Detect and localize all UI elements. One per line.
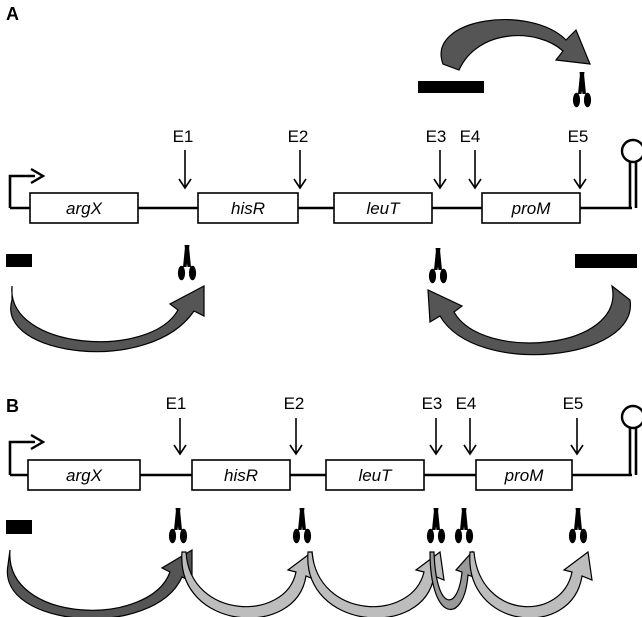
scissors-icon — [572, 72, 592, 108]
down-arrow-icon — [433, 150, 447, 190]
scissors-icon — [426, 508, 446, 544]
curved-arrow-icon — [6, 548, 193, 617]
site-label-e4: E4 — [460, 127, 481, 146]
gene-label-leut: leuT — [358, 466, 393, 485]
panel-a-label: A — [6, 4, 19, 24]
down-arrow-icon — [468, 150, 482, 190]
curved-arrow-icon — [440, 19, 591, 71]
target-bar — [6, 254, 32, 267]
gene-box-prom: proM — [475, 459, 573, 491]
target-bar — [6, 520, 32, 534]
curved-arrow-icon — [307, 550, 445, 617]
down-arrow-icon — [293, 150, 307, 190]
gene-label-argx: argX — [66, 466, 103, 485]
terminator-icon — [620, 138, 642, 208]
gene-box-hisr: hisR — [197, 192, 299, 224]
gene-box-argx: argX — [29, 192, 139, 224]
scissors-icon — [292, 508, 312, 544]
down-arrow-icon — [429, 418, 443, 456]
gene-box-argx: argX — [27, 459, 141, 491]
promoter-arrow-icon — [8, 440, 35, 475]
gene-box-leut: leuT — [333, 192, 433, 224]
site-label-e1: E1 — [173, 127, 194, 146]
down-arrow-icon — [289, 418, 303, 456]
scissors-icon — [428, 248, 448, 284]
curved-arrow-icon — [469, 550, 593, 617]
curved-arrow-icon — [181, 550, 317, 617]
curved-arrow-icon — [427, 284, 631, 356]
gene-label-prom: proM — [504, 466, 545, 485]
gene-label-leut: leuT — [366, 199, 401, 218]
gene-box-prom: proM — [481, 192, 581, 224]
down-arrow-icon — [570, 418, 584, 456]
site-label-e3: E3 — [426, 127, 447, 146]
promoter-arrow-head — [30, 433, 46, 451]
site-label-e4: E4 — [456, 394, 477, 413]
site-label-e5: E5 — [568, 127, 589, 146]
scissors-icon — [568, 508, 588, 544]
gene-box-hisr: hisR — [191, 459, 291, 491]
down-arrow-icon — [173, 418, 187, 456]
promoter-arrow-icon — [8, 174, 35, 208]
down-arrow-icon — [463, 418, 477, 456]
terminator-icon — [620, 404, 642, 475]
site-label-e2: E2 — [284, 394, 305, 413]
site-label-e3: E3 — [422, 394, 443, 413]
gene-label-hisr: hisR — [224, 466, 258, 485]
scissors-icon — [168, 508, 188, 544]
promoter-arrow-head — [30, 167, 46, 185]
target-bar — [418, 81, 484, 93]
scissors-icon — [177, 245, 197, 281]
gene-label-prom: proM — [511, 199, 552, 218]
panel-b-label: B — [6, 396, 19, 416]
target-bar — [575, 254, 637, 268]
curved-arrow-icon — [10, 285, 205, 353]
site-label-e1: E1 — [166, 394, 187, 413]
down-arrow-icon — [573, 150, 587, 190]
site-label-e5: E5 — [563, 394, 584, 413]
scissors-icon — [454, 508, 474, 544]
gene-label-hisr: hisR — [231, 199, 265, 218]
gene-label-argx: argX — [66, 199, 103, 218]
down-arrow-icon — [178, 150, 192, 190]
site-label-e2: E2 — [288, 127, 309, 146]
gene-box-leut: leuT — [325, 459, 425, 491]
